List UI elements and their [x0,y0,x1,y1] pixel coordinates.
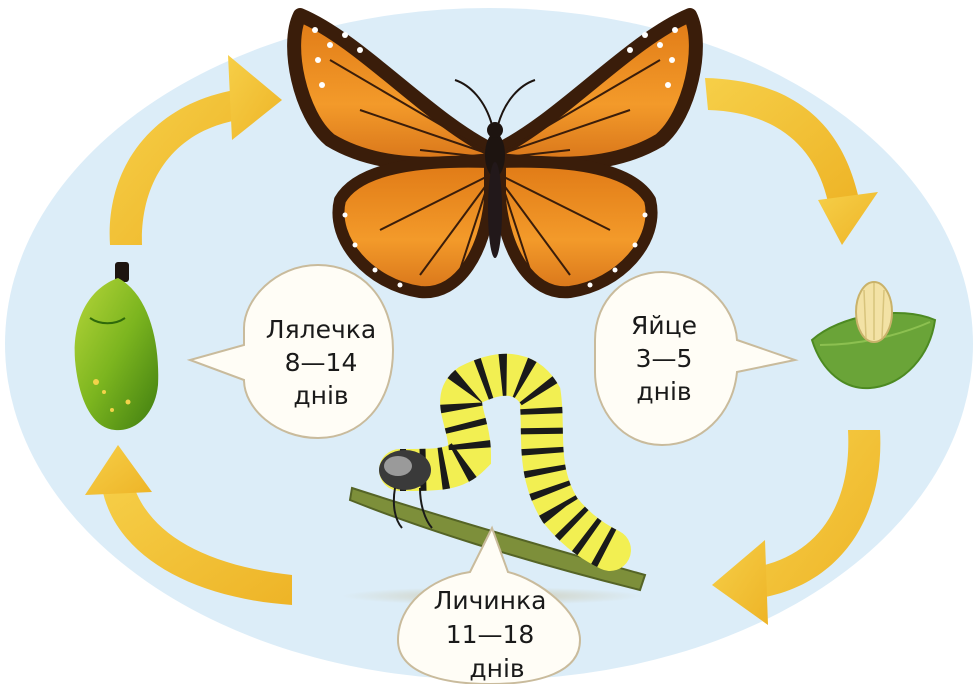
egg-name: Яйце [631,311,697,340]
pupa-duration: 8—14 [285,348,358,377]
egg-unit: днів [636,377,691,406]
pupa-unit: днів [293,381,348,410]
larva-name: Личинка [434,586,547,615]
egg-duration: 3—5 [636,344,693,373]
larva-unit: днів [469,654,524,683]
larva-duration: 11—18 [446,620,535,649]
pupa-name: Лялечка [266,315,376,344]
